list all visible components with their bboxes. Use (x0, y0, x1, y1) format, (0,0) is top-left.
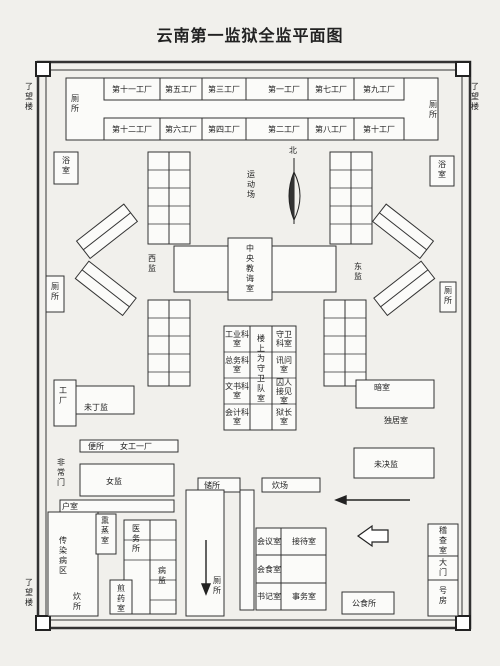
office-label: 会计科室 (225, 408, 249, 426)
workshop-label: 第六工厂 (165, 124, 197, 134)
bathroom-label: 浴室 (62, 156, 70, 175)
workshop-label: 第七工厂 (315, 84, 347, 94)
watchtower-label: 了望楼 (471, 82, 479, 111)
guard-room-label: 楼上为守卫队室 (257, 334, 265, 403)
canteen-label: 公食所 (352, 599, 376, 608)
inspection-room-label: 稽查室 (439, 526, 447, 555)
workshop-label: 第一工厂 (268, 84, 300, 94)
dark-room-label: 暗室 (374, 383, 390, 392)
fumigation-room-label: 熏蒸室 (101, 516, 109, 545)
toilet-label: 厕所 (51, 282, 59, 301)
office-label: 工业科室 (225, 330, 249, 348)
household-room-label: 户室 (62, 502, 78, 511)
women-workshop-label: 女工一厂 (120, 442, 152, 451)
east-block-label: 东监 (354, 262, 362, 281)
clinic-label: 医务所 (132, 524, 140, 553)
toilet-room-label: 便所 (88, 442, 104, 451)
office-label: 文书科室 (225, 382, 249, 400)
playground-label: 运动场 (247, 170, 255, 199)
workshop-label: 第十二工厂 (112, 124, 152, 134)
storage-label: 储所 (204, 481, 220, 490)
juvenile-label: 未丁监 (84, 403, 108, 412)
guardhouse-label: 号房 (439, 586, 447, 605)
office-label: 守卫科室 (276, 330, 292, 348)
watchtower-label: 了望楼 (25, 578, 33, 607)
toilet-label: 厕所 (444, 286, 452, 305)
workshop-label: 第五工厂 (165, 84, 197, 94)
cook-room-label: 炊所 (73, 592, 81, 611)
unsentenced-label: 未决监 (374, 460, 398, 469)
affairs-room-label: 事务室 (292, 592, 316, 601)
west-block-label: 西监 (148, 254, 156, 273)
sick-ward-label: 病监 (158, 566, 166, 585)
toilet-label: 厕所 (71, 94, 79, 113)
emergency-gate-label: 非常门 (57, 458, 65, 487)
north-label: 北 (289, 146, 297, 155)
dining-room-label: 会食室 (257, 564, 281, 574)
decoction-room-label: 煎药室 (117, 584, 125, 613)
main-gate-label: 大门 (439, 558, 447, 577)
workshop-label: 第八工厂 (315, 124, 347, 134)
office-label: 总务科室 (225, 356, 249, 374)
kitchen-label: 炊场 (272, 481, 288, 490)
registry-room-label: 书记室 (257, 592, 281, 601)
meeting-room-label: 会议室 (257, 537, 281, 546)
workshop-side-label: 工厂 (59, 386, 67, 405)
toilet-label: 厕所 (429, 100, 437, 119)
bathroom-label: 浴室 (438, 160, 446, 179)
women-block-label: 女监 (106, 477, 122, 486)
workshop-label: 第十一工厂 (112, 84, 152, 94)
central-hall-label: 中央教诲室 (246, 244, 254, 293)
office-label: 讯问室 (276, 356, 292, 374)
workshop-label: 第二工厂 (268, 124, 300, 134)
office-label: 狱长室 (276, 408, 292, 426)
infectious-ward-label: 传染病区 (59, 536, 67, 575)
office-label: 囚人接见室 (276, 377, 292, 405)
watchtower-label: 了望楼 (25, 82, 33, 111)
workshop-label: 第十工厂 (363, 124, 395, 134)
page-title: 云南第一监狱全监平面图 (156, 26, 344, 45)
workshop-label: 第四工厂 (208, 124, 240, 134)
workshop-label: 第三工厂 (208, 84, 240, 94)
reception-room-label: 接待室 (292, 537, 316, 546)
solitary-label: 独居室 (384, 416, 408, 425)
workshop-label: 第九工厂 (363, 84, 395, 94)
toilet-label: 厕所 (213, 576, 221, 595)
